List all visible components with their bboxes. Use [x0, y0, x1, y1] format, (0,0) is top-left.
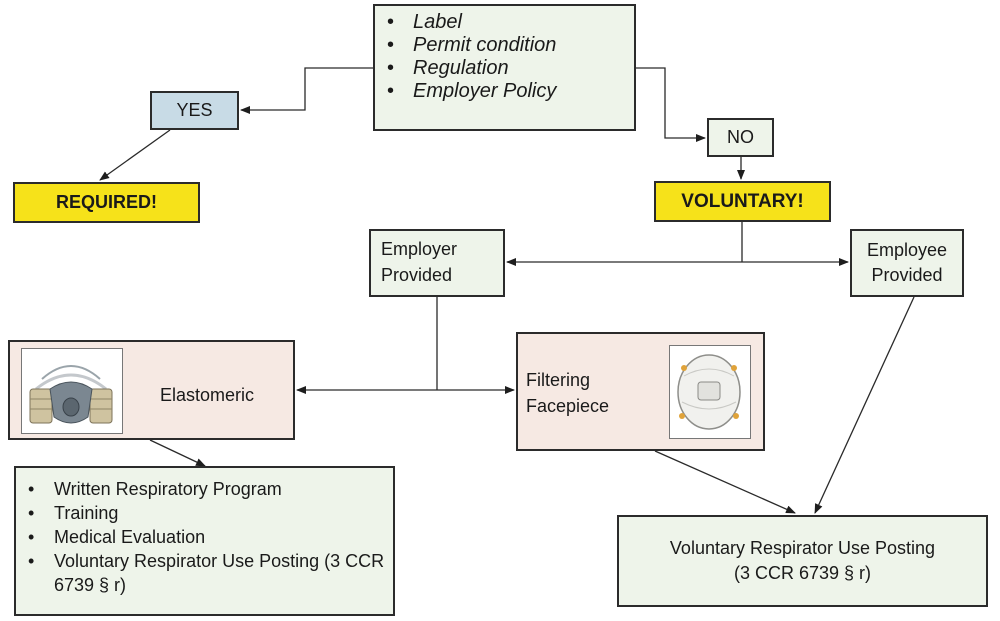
criteria-item: Employer Policy — [379, 80, 634, 103]
elastomeric-box: Elastomeric — [8, 340, 295, 440]
no-box: NO — [707, 118, 774, 157]
elastomeric-respirator-icon — [21, 348, 123, 434]
requirement-item: Written Respiratory Program — [20, 477, 389, 501]
filtering-facepiece-label: Filtering Facepiece — [526, 367, 609, 419]
arrow-filtering-to-posting — [654, 450, 796, 514]
filtering-facepiece-box: Filtering Facepiece — [516, 332, 765, 451]
criteria-box: Label Permit condition Regulation Employ… — [373, 4, 636, 131]
elastomeric-label: Elastomeric — [160, 385, 255, 405]
yes-box: YES — [150, 91, 239, 130]
criteria-item: Label — [379, 11, 634, 34]
arrow-yes-to-required — [99, 129, 171, 181]
employer-provided-line2: Provided — [381, 265, 453, 285]
employee-provided-line2: Provided — [871, 265, 943, 285]
arrow-employee-to-posting — [814, 296, 915, 514]
employer-provided-box: Employer Provided — [369, 229, 505, 297]
filtering-facepiece-line2: Facepiece — [526, 396, 610, 416]
arrow-elastomeric-to-requirements — [149, 439, 206, 467]
requirement-item: Medical Evaluation — [20, 525, 389, 549]
filtering-facepiece-line1: Filtering — [526, 370, 591, 390]
arrow-criteria-to-no — [636, 67, 706, 142]
criteria-list: Label Permit condition Regulation Employ… — [379, 11, 634, 103]
voluntary-box: VOLUNTARY! — [654, 181, 831, 222]
criteria-item: Regulation — [379, 57, 634, 80]
requirements-list: Written Respiratory Program Training Med… — [20, 477, 389, 597]
criteria-item: Permit condition — [379, 34, 634, 57]
requirement-item: Training — [20, 501, 389, 525]
posting-line1: Voluntary Respirator Use Posting — [669, 538, 936, 558]
employee-provided-box: Employee Provided — [850, 229, 964, 297]
employee-provided-line1: Employee — [866, 240, 948, 260]
requirement-item: Voluntary Respirator Use Posting (3 CCR … — [20, 549, 389, 597]
requirements-box: Written Respiratory Program Training Med… — [14, 466, 395, 616]
employer-provided-line1: Employer — [381, 239, 458, 259]
filtering-facepiece-respirator-icon — [669, 345, 751, 439]
posting-box: Voluntary Respirator Use Posting (3 CCR … — [617, 515, 988, 607]
arrow-criteria-to-yes — [240, 67, 373, 114]
posting-line2: (3 CCR 6739 § r) — [733, 563, 872, 583]
required-box: REQUIRED! — [13, 182, 200, 223]
